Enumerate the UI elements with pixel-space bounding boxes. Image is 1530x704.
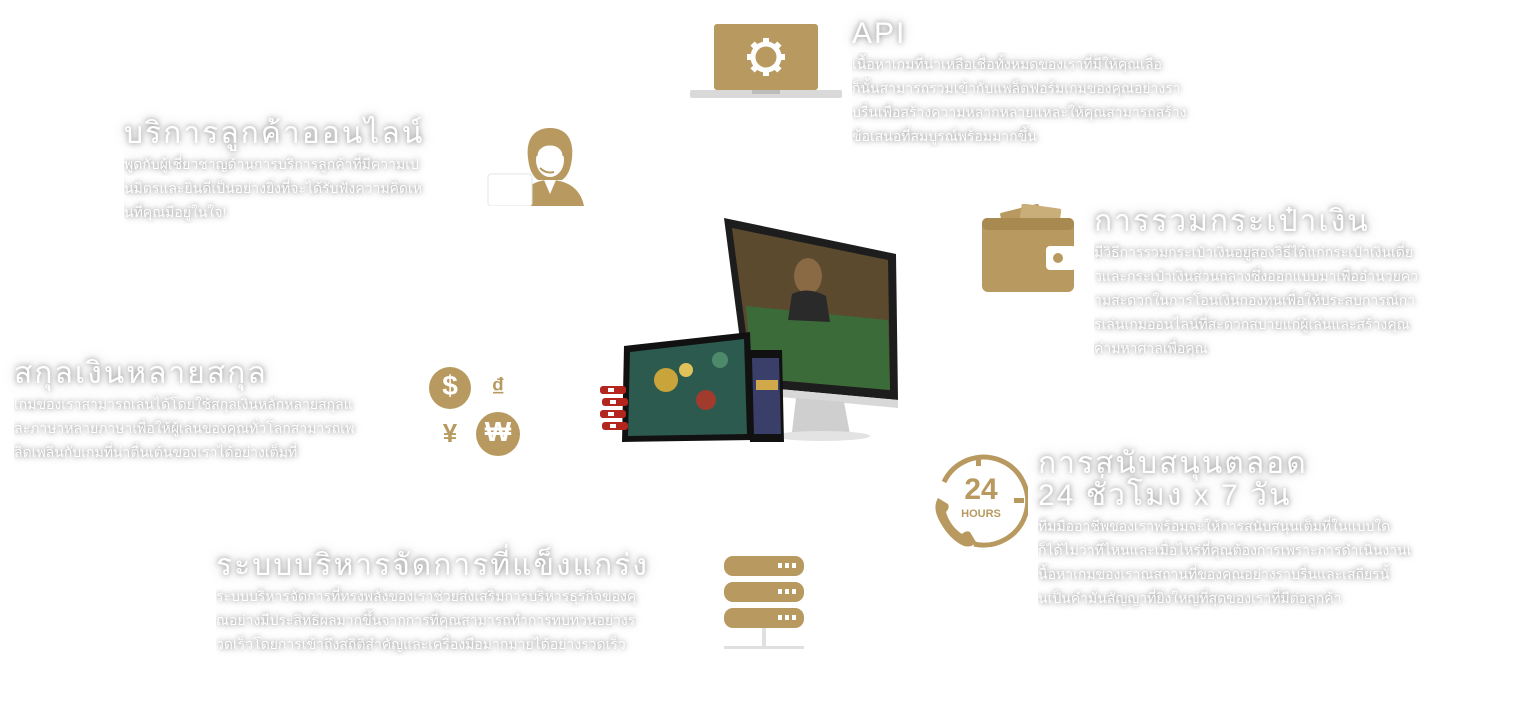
server-stack-icon [724,556,804,649]
feature-api-description: เนื้อหาเกมที่น่าเหลือเชื่อทั้งหมดของเราท… [852,52,1252,148]
won-symbol: ₩ [484,416,512,447]
feature-support-line: นเป็นคำมั่นสัญญาที่ยิ่งใหญ่ที่สุดของเราท… [1038,590,1342,606]
multi-device-casino-illustration [600,218,898,442]
feature-customer-service-title: บริการลูกค้าออนไลน์ [124,117,425,150]
feature-api-line: ก็นั้นสามารถรวมเข้ากับแพล็ตฟอร์มเกมของคุ… [852,80,1181,96]
feature-wallet-title: การรวมกระเป๋าเงิน [1094,205,1370,238]
feature-support-line: ก็ได้ไม่ว่าที่ไหนและเมื่อไหร่ที่คุณต้องก… [1038,542,1412,558]
feature-api-title: API [852,17,907,50]
feature-management-line: วดเร็วโดยการเข้าถึงสถิติสำคัญและเครื่องม… [216,636,626,652]
feature-wallet-line: รเล่นเกมออนไลน์ที่สะดวกสบายแก่ผู้เล่นและ… [1094,316,1410,332]
feature-currency-title: สกุลเงินหลายสกุล [14,357,268,390]
feature-wallet-line: วและกระเป๋าเงินส่วนกลางซึ่งออกแบบมาเพื่อ… [1094,268,1419,284]
laptop-gear-icon [690,24,842,98]
feature-support-line: ทีมมืออาชีพของเราพร้อมจะให้การสนับสนุนเต… [1038,518,1391,534]
feature-customer-service-description: พูดกับผู้เชี่ยวชาญด้านการบริการลูกค้าที่… [124,152,484,224]
hours-label: HOURS [961,508,1001,520]
feature-wallet-description: มีวิธีการรวมกระเป๋าเงินอยู่สองวิธีได้แก่… [1094,240,1478,360]
feature-customer-service-line: ็นมิตรและยินดีเป็นอย่างยิ่งที่จะได้รับฟั… [124,180,423,196]
feature-management-title: ระบบบริหารจัดการที่แข็งแกร่ง [216,549,649,582]
headset-agent-icon [487,128,584,206]
feature-management: ระบบบริหารจัดการที่แข็งแกร่ง ระบบบริหารจ… [216,550,710,656]
wallet-icon [982,204,1076,292]
feature-api-line: ข้อเสนอที่สมบูรณ์พร้อมมากขึ้น [852,128,1037,144]
feature-customer-service: บริการลูกค้าออนไลน์ พูดกับผู้เชี่ยวชาญด้… [124,118,484,224]
feature-management-description: ระบบบริหารจัดการที่ทรงพลังของเราช่วยส่งเ… [216,584,710,656]
feature-api: API เนื้อหาเกมที่น่าเหลือเชื่อทั้งหมดของ… [852,18,1252,148]
feature-wallet: การรวมกระเป๋าเงิน มีวิธีการรวมกระเป๋าเงิ… [1094,206,1478,360]
feature-currency-description: เกมของเราสามารถเล่นได้โดยใช้สกุลเงินหลัก… [14,392,418,464]
dong-symbol: ₫ [491,372,505,402]
feature-currency-line: ลิดเพลินกับเกมที่น่าตื่นเต้นของเราได้อย่… [14,444,298,460]
feature-wallet-line: ามสะดวกในการโอนเงินกองทุนเพื่อให้ประสบกา… [1094,292,1416,308]
yen-symbol: ¥ [442,418,458,448]
feature-currency: สกุลเงินหลายสกุล เกมของเราสามารถเล่นได้โ… [14,358,418,464]
feature-customer-service-line: พูดกับผู้เชี่ยวชาญด้านการบริการลูกค้าที่… [124,156,419,172]
feature-management-line: ระบบบริหารจัดการที่ทรงพลังของเราช่วยส่งเ… [216,588,637,604]
feature-support-description: ทีมมืออาชีพของเราพร้อมจะให้การสนับสนุนเต… [1038,514,1458,610]
feature-currency-line: เกมของเราสามารถเล่นได้โดยใช้สกุลเงินหลัก… [14,396,353,412]
feature-api-line: เนื้อหาเกมที่น่าเหลือเชื่อทั้งหมดของเราท… [852,56,1162,72]
feature-support: การสนับสนุนตลอด 24 ชั่วโมง x 7 วัน ทีมมื… [1038,448,1458,610]
feature-support-title-line2: 24 ชั่วโมง x 7 วัน [1038,479,1292,512]
24-hours-phone-icon: 24 HOURS [930,452,1028,550]
feature-wallet-line: ค่ามหาศาลเพื่อคุณ [1094,340,1208,356]
feature-customer-service-line: ็นที่คุณมีอยู่ในใจ! [124,204,227,220]
feature-wallet-line: มีวิธีการรวมกระเป๋าเงินอยู่สองวิธีได้แก่… [1094,244,1414,260]
feature-support-title-line1: การสนับสนุนตลอด [1038,447,1308,480]
dollar-symbol: $ [442,370,458,401]
currency-symbols-icon: $ ₫ ¥ ₩ [428,366,524,458]
24-number: 24 [964,473,998,506]
feature-currency-line: ละภาษาหลายภาษาเพื่อให้ผู้เล่นของคุณทั่วโ… [14,420,355,436]
feature-api-line: บรื่นเพื่อสร้างความหลากหลายแหละให้คุณสาม… [852,104,1187,120]
feature-support-line: นื้อหาเกมของเราณสถานที่ของคุณอย่างราบรื่… [1038,566,1390,582]
feature-management-line: ณอย่างมีประสิทธิผลมากขึ้นจากการที่คุณสาม… [216,612,636,628]
